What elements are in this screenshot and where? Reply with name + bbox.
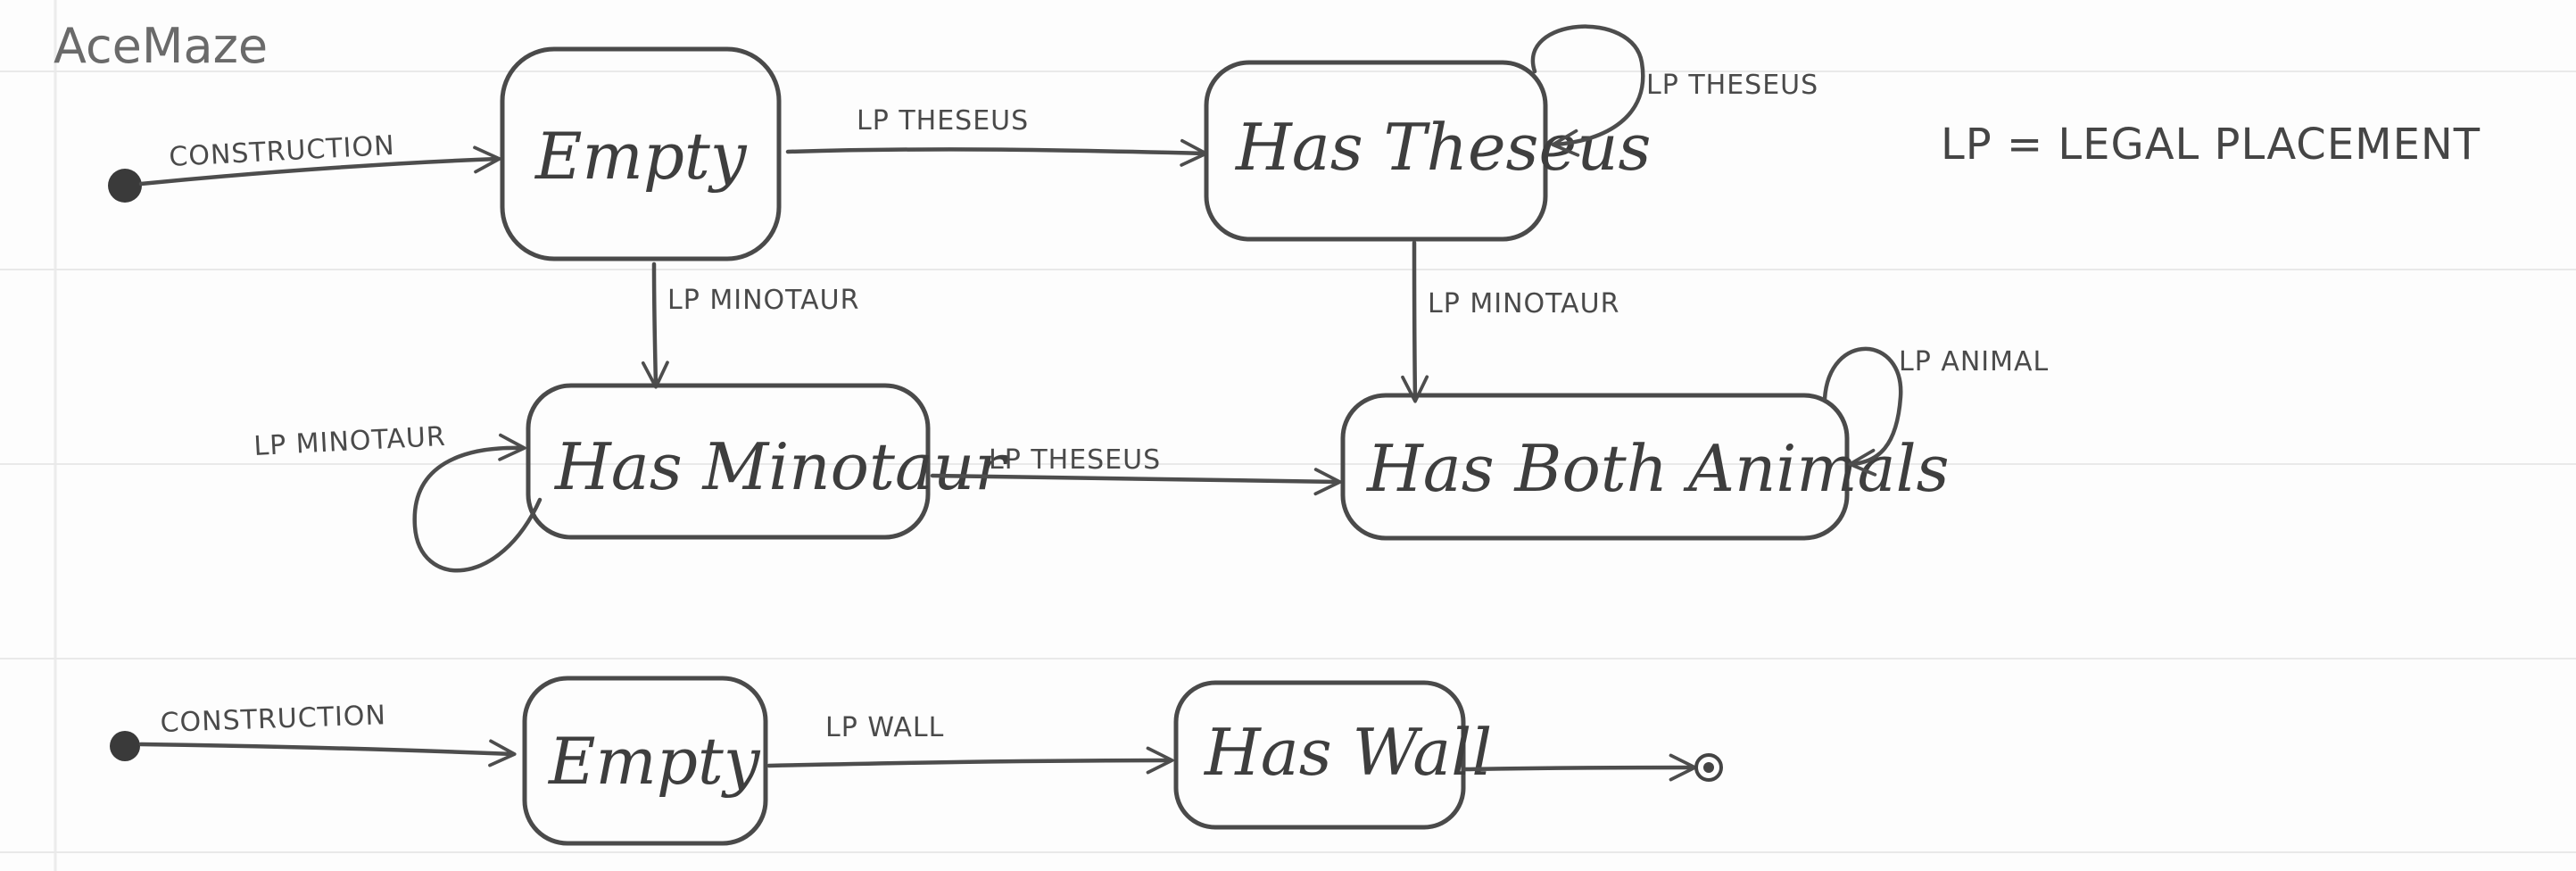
edge-empty-to-wall: [766, 746, 1174, 775]
edge-construction-2: [138, 739, 517, 767]
edge-label-empty-to-theseus: LP THESEUS: [857, 105, 1029, 137]
legend-note: LP = LEGAL PLACEMENT: [1941, 120, 2481, 170]
state-label-has-both-animals: Has Both Animals: [1365, 431, 1950, 506]
state-empty-2: [522, 676, 768, 846]
edge-empty-to-theseus: [785, 138, 1208, 167]
edge-minotaur-self: [412, 433, 543, 573]
edge-construction-1: [138, 145, 501, 187]
edge-empty-to-minotaur: [641, 261, 669, 389]
edge-label-theseus-to-both: LP MINOTAUR: [1428, 288, 1619, 319]
edge-wall-to-final: [1463, 753, 1697, 782]
state-has-both-animals: [1340, 393, 1850, 541]
state-label-empty-1: Empty: [534, 119, 748, 194]
state-empty-1: [500, 46, 782, 261]
edge-label-minotaur-to-both: LP THESEUS: [989, 444, 1161, 476]
state-label-empty-2: Empty: [547, 724, 761, 799]
state-label-has-theseus: Has Theseus: [1234, 110, 1651, 185]
state-has-minotaur: [526, 383, 931, 540]
edge-label-empty-to-wall: LP WALL: [825, 712, 944, 743]
state-label-has-minotaur: Has Minotaur: [553, 429, 1008, 504]
edge-label-theseus-self: LP THESEUS: [1646, 70, 1818, 101]
edge-label-both-self: LP ANIMAL: [1899, 346, 2049, 377]
edge-both-self: [1822, 346, 1903, 477]
state-has-wall: [1173, 680, 1466, 830]
final-node-core: [1703, 762, 1714, 773]
initial-node-2: [110, 731, 140, 761]
edge-label-minotaur-self: LP MINOTAUR: [253, 421, 447, 462]
final-node: [1694, 753, 1723, 782]
edge-theseus-self: [1530, 24, 1645, 157]
edge-theseus-to-both: [1401, 240, 1429, 403]
state-label-has-wall: Has Wall: [1203, 715, 1492, 790]
initial-node-1: [108, 169, 142, 203]
edge-label-empty-to-minotaur: LP MINOTAUR: [667, 285, 859, 316]
edge-minotaur-to-both: [930, 468, 1342, 496]
edge-label-construction-2: CONSTRUCTION: [160, 700, 386, 739]
state-has-theseus: [1204, 60, 1548, 242]
diagram-title: AceMaze: [54, 18, 268, 74]
